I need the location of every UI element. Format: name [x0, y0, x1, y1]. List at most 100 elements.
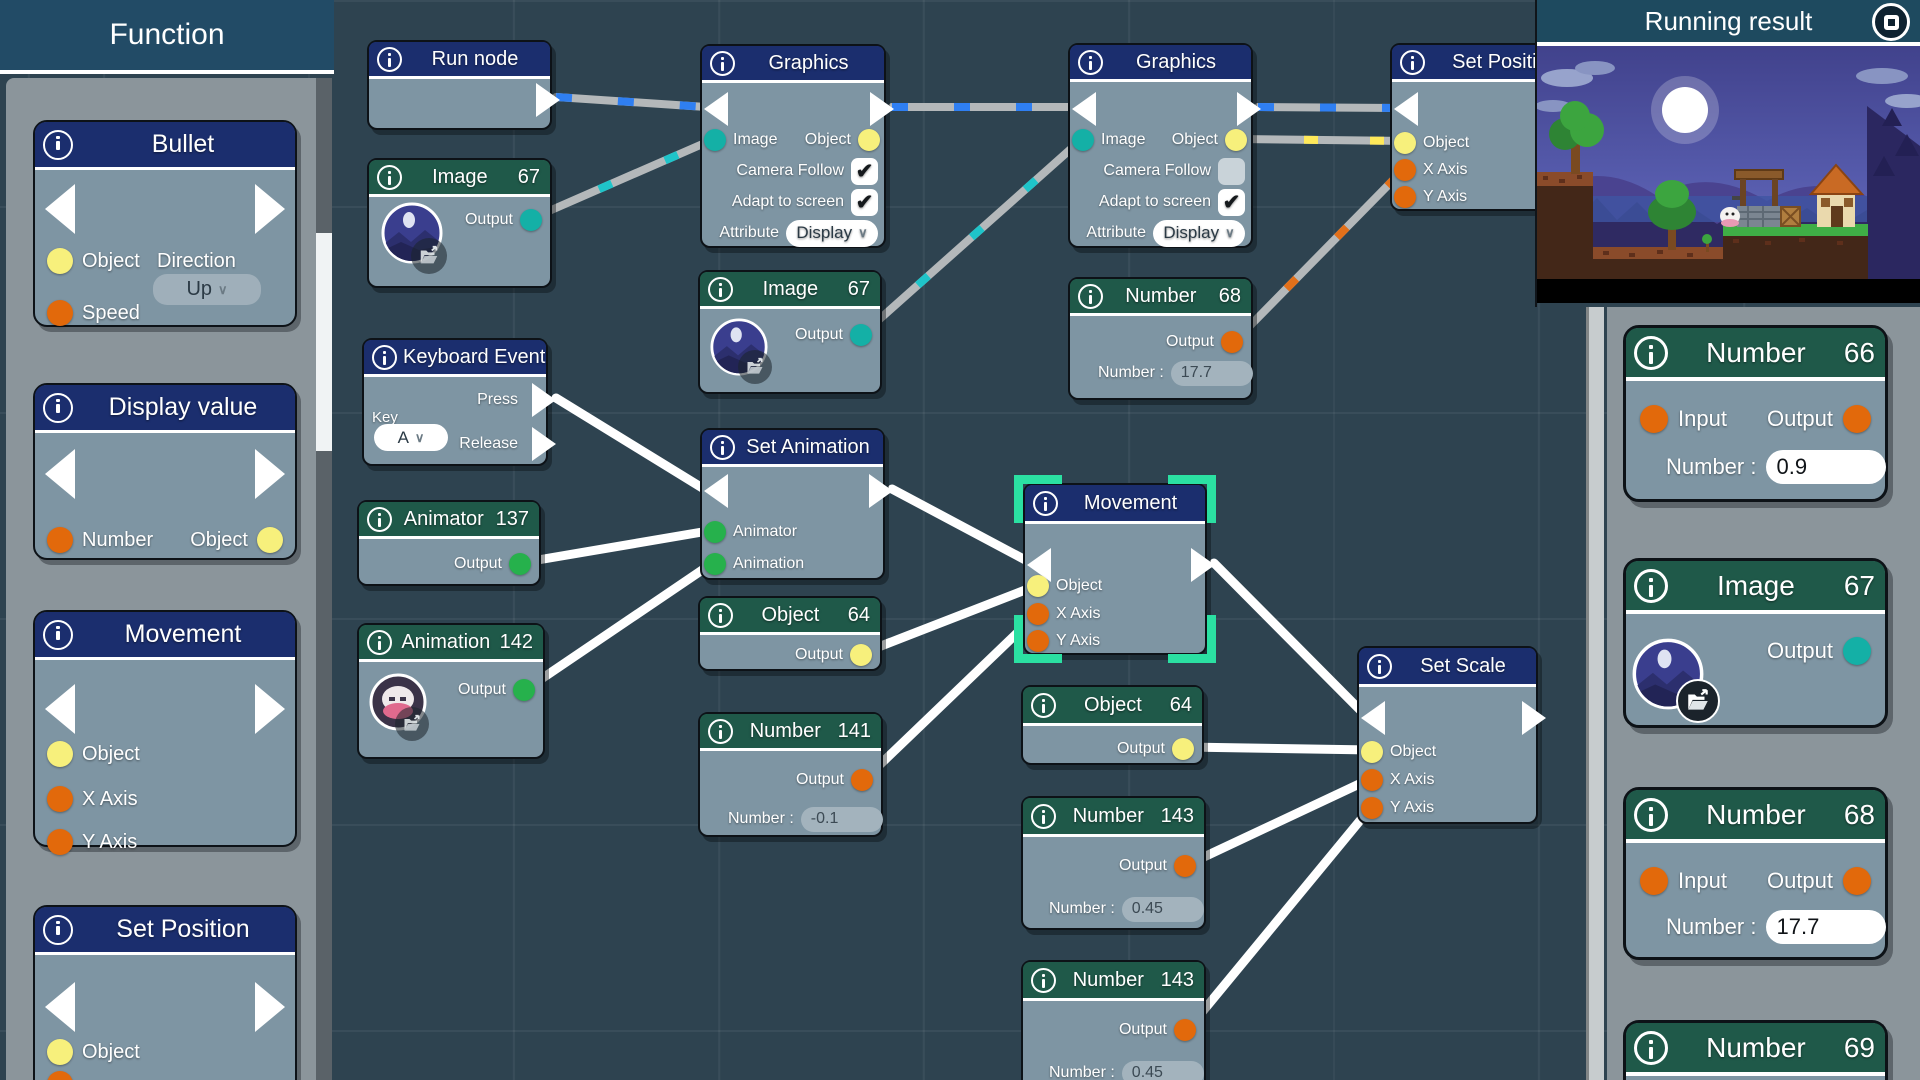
object-port[interactable] — [1394, 132, 1416, 154]
x-axis-port[interactable] — [1361, 769, 1383, 791]
exec-out-arrow[interactable] — [536, 83, 560, 117]
direction-dropdown[interactable]: Up∨ — [153, 274, 261, 305]
node-set-animation[interactable]: Set Animation Animator Animation — [700, 428, 893, 580]
node-keyboard-event[interactable]: Keyboard Event Press Key A∨ Release — [362, 338, 556, 466]
attribute-dropdown[interactable]: Display∨ — [1153, 219, 1245, 247]
x-axis-port[interactable] — [1027, 603, 1049, 625]
image-port[interactable] — [704, 129, 726, 151]
info-icon[interactable] — [1634, 568, 1668, 603]
next-arrow[interactable] — [255, 684, 285, 734]
speed-port[interactable] — [47, 1071, 73, 1080]
exec-in-arrow[interactable] — [1361, 701, 1385, 735]
output-port[interactable] — [513, 679, 535, 701]
animation-port[interactable] — [704, 553, 726, 575]
prev-arrow[interactable] — [45, 184, 75, 234]
output-port[interactable] — [1172, 738, 1194, 760]
info-icon[interactable] — [708, 602, 733, 628]
open-file-icon[interactable] — [395, 707, 429, 741]
info-icon[interactable] — [367, 629, 392, 655]
adapt-to-screen-checkbox[interactable]: ✔ — [851, 188, 878, 216]
output-port[interactable] — [850, 324, 872, 346]
info-icon[interactable] — [43, 129, 73, 160]
x-axis-port[interactable] — [47, 786, 73, 812]
exec-out-arrow[interactable] — [1237, 92, 1261, 126]
open-file-icon[interactable] — [738, 350, 772, 384]
camera-follow-checkbox[interactable]: ✔ — [851, 157, 878, 185]
open-file-icon[interactable] — [1676, 679, 1720, 723]
speed-port[interactable] — [47, 300, 73, 326]
sidebar-scrollbar-thumb[interactable] — [316, 233, 332, 451]
output-port[interactable] — [1221, 331, 1243, 353]
node-graphics-1[interactable]: Graphics Image Object Camera Follow✔ Ada… — [700, 44, 894, 248]
y-axis-port[interactable] — [1027, 630, 1049, 652]
right-scrollbar[interactable] — [1586, 307, 1604, 1080]
y-axis-port[interactable] — [47, 829, 73, 855]
info-icon[interactable] — [367, 506, 392, 532]
attribute-dropdown[interactable]: Display∨ — [786, 219, 878, 247]
template-node-set-position[interactable]: Set Position Object — [33, 905, 297, 1080]
exec-in-arrow[interactable] — [704, 474, 728, 508]
info-icon[interactable] — [1033, 490, 1058, 516]
stop-button[interactable] — [1872, 3, 1910, 41]
info-icon[interactable] — [43, 392, 73, 423]
sidebar-scrollbar-track[interactable] — [316, 78, 332, 1080]
info-icon[interactable] — [1634, 1030, 1668, 1065]
object-port[interactable] — [47, 741, 73, 767]
release-out-arrow[interactable] — [532, 427, 556, 461]
next-arrow[interactable] — [255, 982, 285, 1032]
node-graphics-2[interactable]: Graphics Image Object Camera Follow Adap… — [1068, 43, 1261, 248]
exec-out-arrow[interactable] — [1522, 701, 1546, 735]
object-port[interactable] — [858, 129, 880, 151]
prev-arrow[interactable] — [45, 982, 75, 1032]
template-node-bullet[interactable]: Bullet Object Direction Up∨ Speed — [33, 120, 297, 327]
info-icon[interactable] — [1634, 797, 1668, 832]
input-port[interactable] — [1640, 867, 1668, 895]
input-port[interactable] — [1640, 405, 1668, 433]
node-run[interactable]: Run node — [367, 40, 560, 130]
object-port[interactable] — [47, 1039, 73, 1065]
info-icon[interactable] — [377, 46, 402, 72]
info-icon[interactable] — [377, 164, 402, 190]
output-port[interactable] — [520, 209, 542, 231]
info-icon[interactable] — [1367, 653, 1392, 679]
node-movement[interactable]: Movement Object X Axis Y Axis — [1014, 475, 1216, 663]
animator-port[interactable] — [704, 521, 726, 543]
next-arrow[interactable] — [255, 449, 285, 499]
output-port[interactable] — [1174, 855, 1196, 877]
info-icon[interactable] — [710, 50, 735, 76]
info-icon[interactable] — [708, 276, 733, 302]
exec-out-arrow[interactable] — [870, 92, 894, 126]
camera-follow-checkbox[interactable] — [1218, 157, 1245, 185]
output-port[interactable] — [851, 769, 873, 791]
node-set-scale[interactable]: Set Scale Object X Axis Y Axis — [1357, 646, 1546, 824]
number-port[interactable] — [47, 527, 73, 553]
prev-arrow[interactable] — [45, 684, 75, 734]
output-port[interactable] — [1843, 867, 1871, 895]
object-port[interactable] — [1027, 575, 1049, 597]
info-icon[interactable] — [1078, 49, 1103, 75]
exec-in-arrow[interactable] — [1394, 92, 1418, 126]
adapt-to-screen-checkbox[interactable]: ✔ — [1218, 188, 1245, 216]
key-dropdown[interactable]: A∨ — [374, 424, 448, 451]
prev-arrow[interactable] — [45, 449, 75, 499]
info-icon[interactable] — [710, 434, 735, 460]
exec-in-arrow[interactable] — [1072, 92, 1096, 126]
info-icon[interactable] — [1634, 335, 1668, 370]
output-port[interactable] — [1843, 405, 1871, 433]
number-field[interactable]: 17.7 — [1170, 360, 1253, 386]
next-arrow[interactable] — [255, 184, 285, 234]
exec-in-arrow[interactable] — [704, 92, 728, 126]
info-icon[interactable] — [43, 914, 73, 945]
x-axis-port[interactable] — [1394, 159, 1416, 181]
